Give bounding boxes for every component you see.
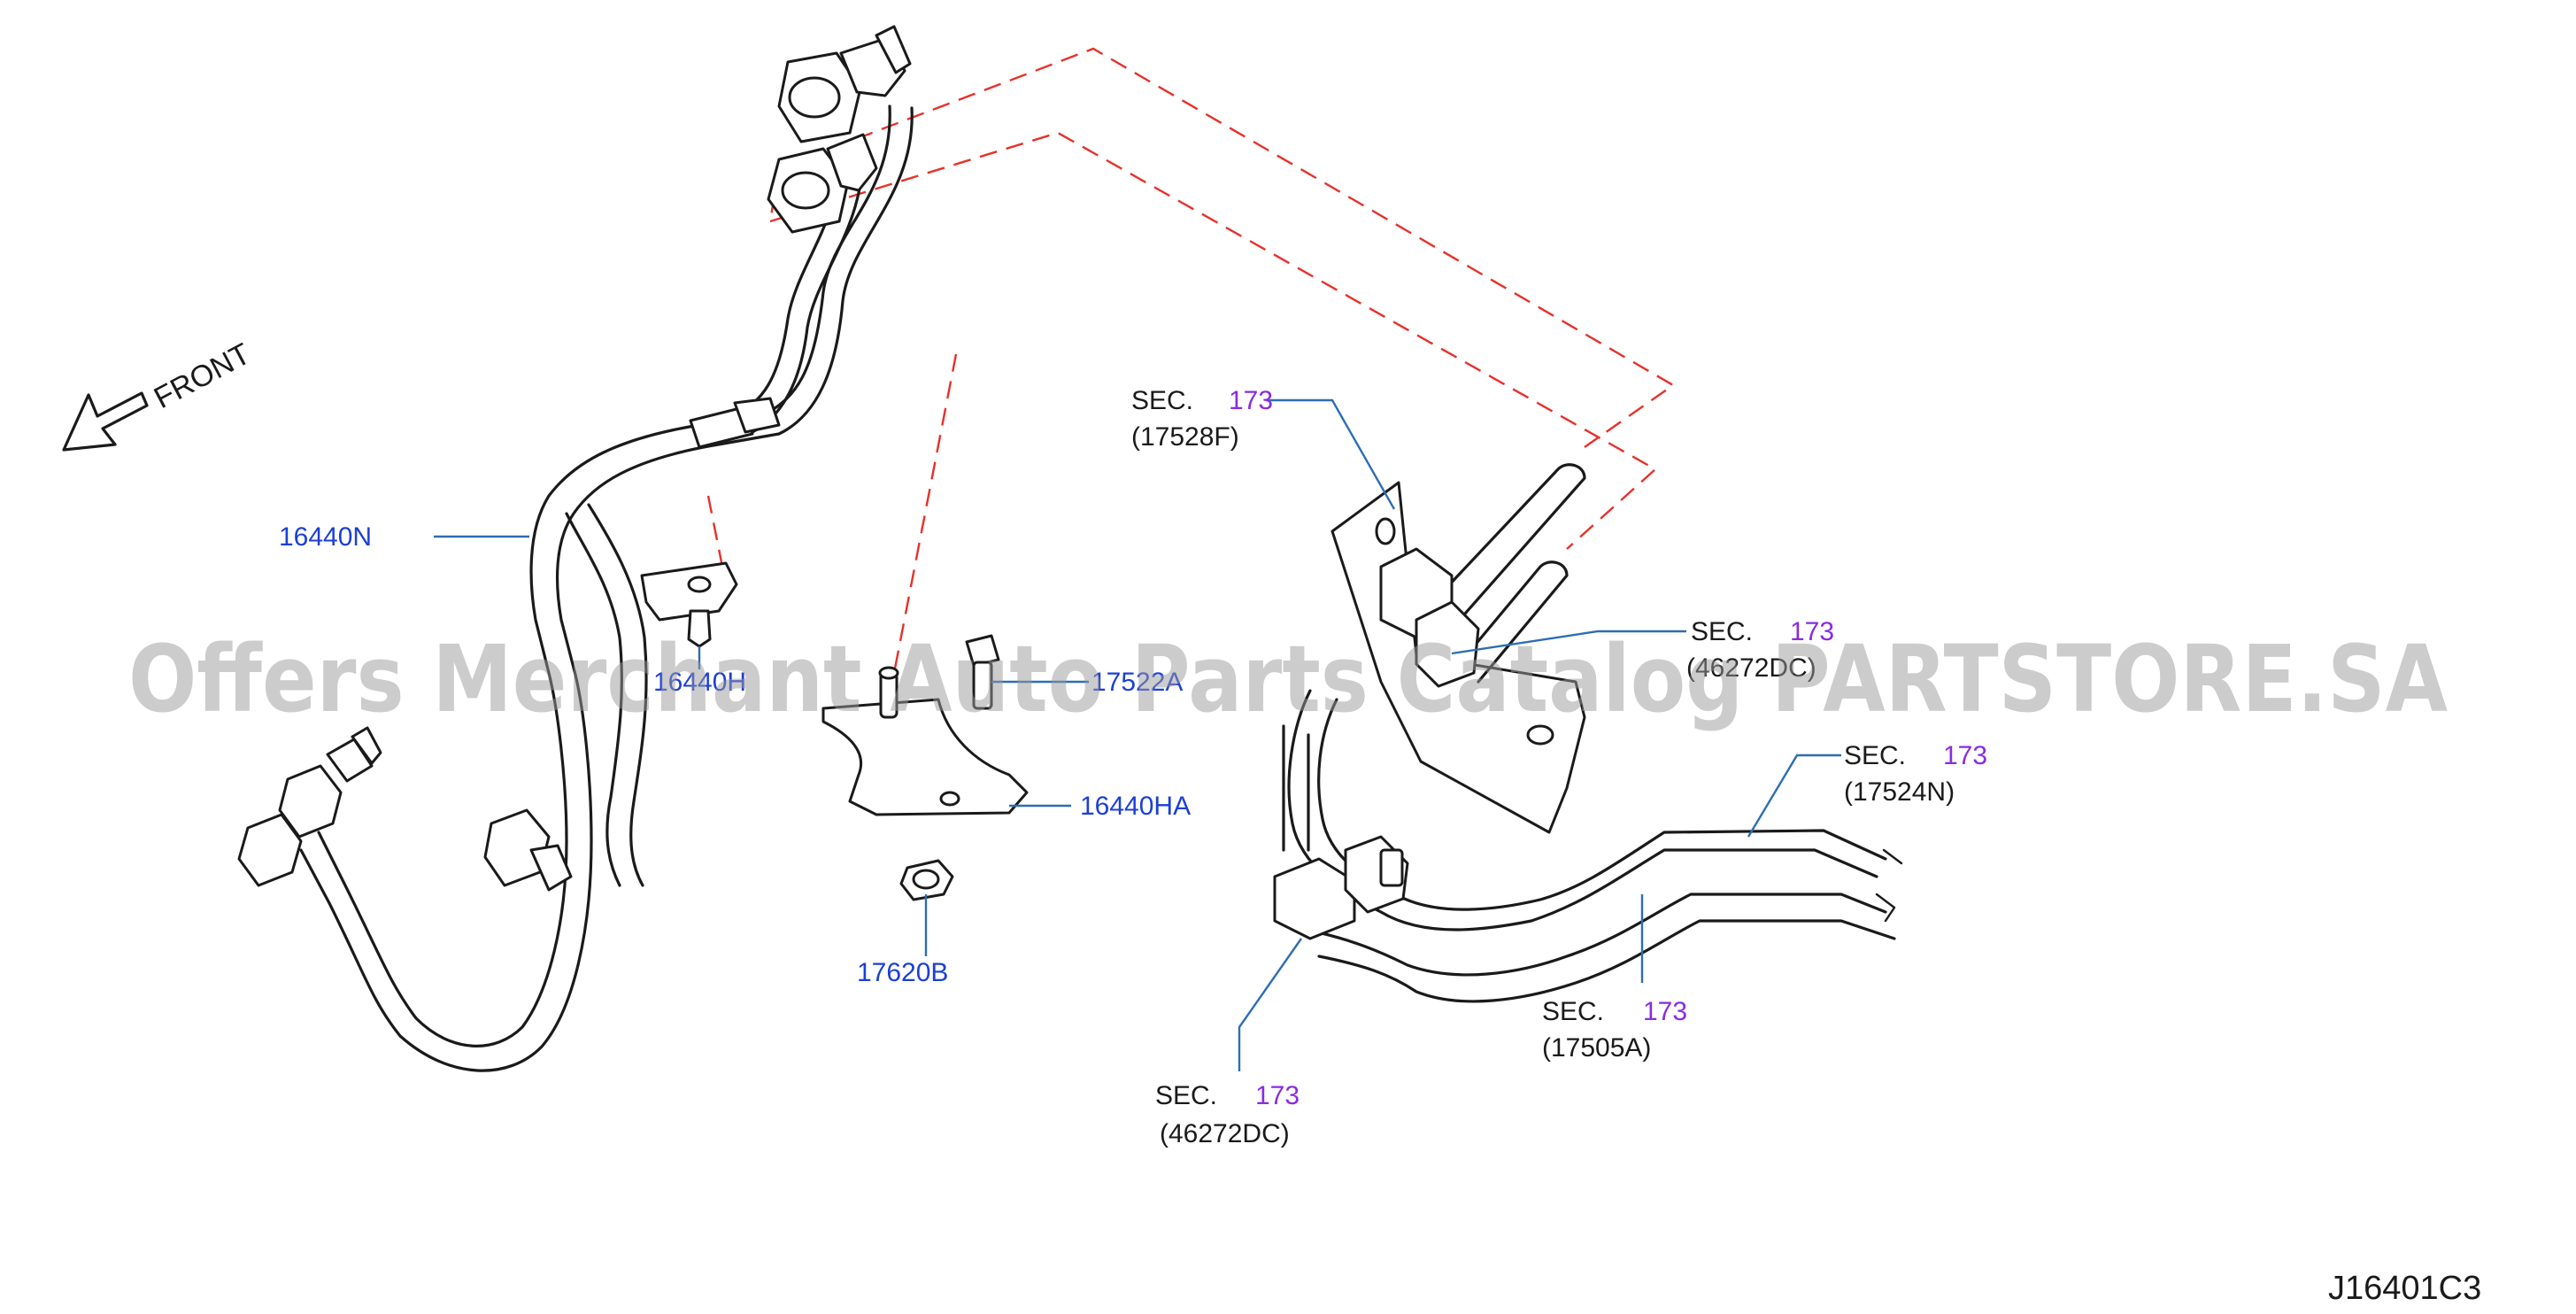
part-label-16440HA[interactable]: 16440HA	[1080, 792, 1191, 821]
section-ref-17528F[interactable]: SEC. 173 (17528F)	[1131, 386, 1273, 452]
section-ref-17524N[interactable]: SEC. 173 (17524N)	[1844, 741, 1987, 807]
section-ref-46272DC-upper[interactable]: SEC. 173 (46272DC)	[1686, 617, 1834, 683]
quick-connector-bottom-mid	[483, 808, 573, 892]
section-ref-46272DC-lower[interactable]: SEC. 173 (46272DC)	[1155, 1081, 1300, 1148]
diagram-code: J16401C3	[2328, 1270, 2481, 1307]
leader-sec-17524N	[1747, 754, 1841, 838]
front-arrow-icon	[62, 391, 149, 452]
sec-part-code: (17505A)	[1542, 1033, 1651, 1063]
bolt-17522A	[965, 634, 1000, 710]
right-bracket-assembly	[1273, 463, 1903, 1003]
sec-part-code: (46272DC)	[1686, 653, 1816, 683]
sec-number[interactable]: 173	[1229, 386, 1273, 415]
quick-connector-top-1	[777, 25, 912, 143]
sec-number[interactable]: 173	[1790, 617, 1834, 646]
part-label-17522A[interactable]: 17522A	[1091, 668, 1183, 697]
sec-number[interactable]: 173	[1643, 997, 1687, 1026]
sec-prefix: SEC.	[1131, 386, 1193, 415]
sec-number[interactable]: 173	[1255, 1081, 1300, 1110]
section-ref-17505A[interactable]: SEC. 173 (17505A)	[1542, 997, 1687, 1063]
leader-sec-17528F	[1266, 398, 1396, 510]
quick-connector-top-2	[767, 133, 878, 234]
sec-part-code: (17524N)	[1844, 777, 1955, 807]
bracket-16440HA	[821, 666, 1029, 816]
fuel-tube-16440N	[299, 104, 914, 1072]
nut-17620B	[899, 859, 954, 901]
sec-part-code: (17528F)	[1131, 422, 1239, 452]
quick-connector-bottom-left	[237, 726, 382, 887]
sec-prefix: SEC.	[1844, 741, 1906, 770]
leader-sec-46272DC-lower	[1238, 938, 1302, 1071]
sec-number[interactable]: 173	[1943, 741, 1987, 770]
sec-prefix: SEC.	[1542, 997, 1604, 1026]
tube-clamp	[689, 397, 781, 449]
part-label-16440H[interactable]: 16440H	[653, 668, 746, 697]
sec-prefix: SEC.	[1155, 1081, 1217, 1110]
front-label: FRONT	[149, 337, 256, 416]
leader-sec-46272DC-upper	[1451, 630, 1686, 655]
sec-part-code: (46272DC)	[1160, 1119, 1290, 1148]
part-label-17620B[interactable]: 17620B	[857, 958, 948, 987]
leader-lines	[434, 398, 1841, 1071]
part-label-16440N[interactable]: 16440N	[279, 522, 372, 552]
clip-16440H	[640, 561, 738, 648]
watermark-text: Offers Merchant Auto Parts Catalog PARTS…	[128, 625, 2448, 733]
sec-prefix: SEC.	[1691, 617, 1753, 646]
